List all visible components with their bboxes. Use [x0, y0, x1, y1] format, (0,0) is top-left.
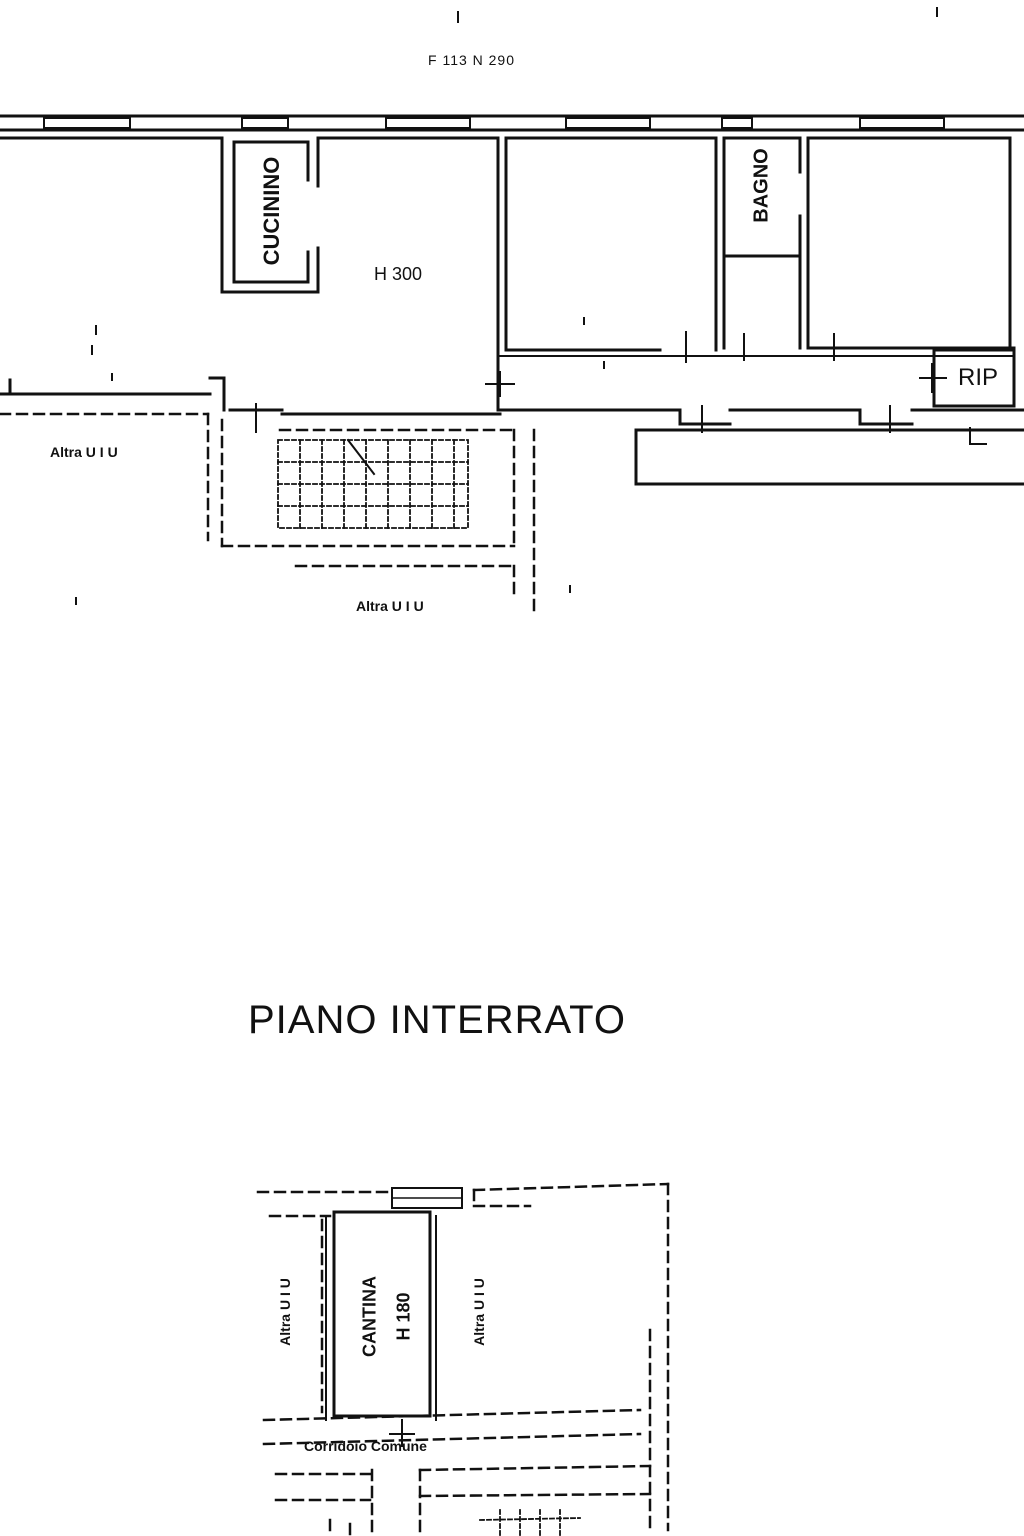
neighbour-label-basement-left: Altra U I U	[277, 1278, 293, 1346]
room-cucinino	[232, 136, 320, 284]
section-title-basement: PIANO INTERRATO	[248, 998, 627, 1042]
room-right	[806, 136, 1016, 350]
neighbour-label-basement-right: Altra U I U	[471, 1278, 487, 1346]
balcony	[634, 428, 1024, 486]
corridor	[498, 348, 1024, 445]
room-label-bagno: BAGNO	[750, 148, 773, 223]
room-label-cantina: CANTINA	[359, 1276, 380, 1357]
neighbour-label-left: Altra U I U	[50, 444, 118, 460]
neighbour-boundaries	[0, 412, 536, 614]
basement-plan	[256, 1182, 670, 1536]
room-height-label-ground: H 300	[374, 264, 423, 284]
corridor-label: Corridoio Comune	[304, 1438, 427, 1454]
room-middle	[504, 136, 718, 352]
north-wall	[0, 114, 1024, 132]
room-bagno	[722, 136, 802, 350]
room-label-cucinino: CUCININO	[259, 156, 284, 266]
sheet-reference: F 113 N 290	[428, 52, 516, 68]
neighbour-label-bottom: Altra U I U	[356, 598, 424, 614]
room-left-living	[0, 136, 320, 396]
room-height-label-basement: H 180	[393, 1292, 414, 1341]
room-label-rip: RIP	[958, 364, 999, 391]
stair-grid	[277, 439, 469, 529]
room-h300	[222, 136, 502, 416]
